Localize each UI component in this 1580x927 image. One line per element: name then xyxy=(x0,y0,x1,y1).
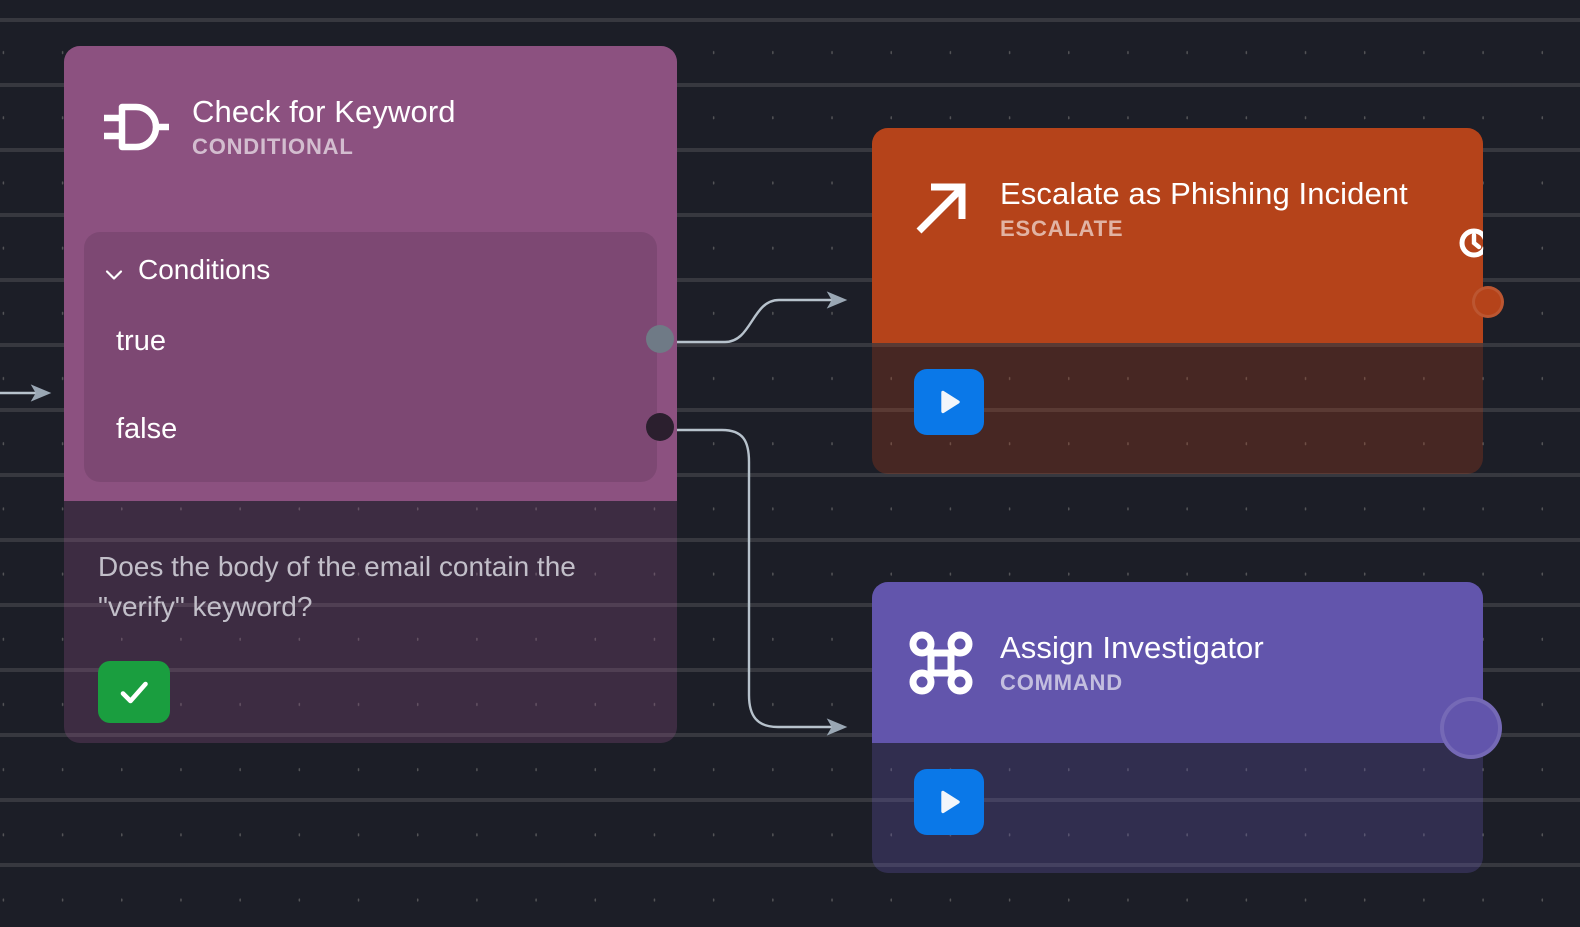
node-title: Assign Investigator xyxy=(1000,629,1264,665)
node-escalate-as-phishing-incident[interactable]: Escalate as Phishing Incident ESCALATE xyxy=(872,128,1483,474)
chevron-down-icon[interactable] xyxy=(104,260,124,280)
play-icon xyxy=(941,790,960,814)
conditional-node-body: Does the body of the email contain the "… xyxy=(64,501,677,723)
node-check-for-keyword[interactable]: Check for Keyword CONDITIONAL Conditions… xyxy=(64,46,677,743)
conditions-header[interactable]: Conditions xyxy=(84,232,657,286)
output-handle-false[interactable] xyxy=(646,413,674,441)
logic-gate-icon xyxy=(96,90,170,164)
node-header-row: Check for Keyword CONDITIONAL xyxy=(64,46,677,164)
command-icon xyxy=(904,626,978,700)
output-handle-true[interactable] xyxy=(646,325,674,353)
node-kind-label: ESCALATE xyxy=(1000,215,1124,241)
clock-icon[interactable] xyxy=(1457,226,1483,260)
node-kind-label: CONDITIONAL xyxy=(192,133,354,159)
output-handle-command[interactable] xyxy=(1440,697,1502,759)
conditional-node-header: Check for Keyword CONDITIONAL Conditions… xyxy=(64,46,677,501)
arrow-up-right-icon xyxy=(904,172,978,246)
node-header-row: Assign Investigator COMMAND xyxy=(872,582,1483,700)
play-icon xyxy=(941,390,960,414)
escalate-node-header: Escalate as Phishing Incident ESCALATE xyxy=(872,128,1483,343)
escalate-node-footer xyxy=(872,343,1483,435)
run-button[interactable] xyxy=(914,369,984,435)
node-description: Does the body of the email contain the "… xyxy=(98,551,576,622)
status-badge-success xyxy=(98,660,170,723)
condition-label-true: true xyxy=(116,325,166,357)
node-kind-label: COMMAND xyxy=(1000,669,1123,695)
conditions-panel[interactable]: Conditions true false xyxy=(84,232,674,482)
check-icon xyxy=(120,681,148,703)
conditions-label: Conditions xyxy=(138,254,271,285)
node-title: Escalate as Phishing Incident xyxy=(1000,175,1408,211)
condition-row-false[interactable]: false xyxy=(116,413,674,446)
command-node-header: Assign Investigator COMMAND xyxy=(872,582,1483,743)
output-handle-escalate[interactable] xyxy=(1472,286,1504,318)
node-title: Check for Keyword xyxy=(192,93,456,129)
command-node-footer xyxy=(872,743,1483,835)
condition-label-false: false xyxy=(116,413,178,445)
node-assign-investigator[interactable]: Assign Investigator COMMAND xyxy=(872,582,1483,873)
condition-row-true[interactable]: true xyxy=(116,325,674,358)
node-header-row: Escalate as Phishing Incident ESCALATE xyxy=(872,128,1483,246)
run-button[interactable] xyxy=(914,769,984,835)
